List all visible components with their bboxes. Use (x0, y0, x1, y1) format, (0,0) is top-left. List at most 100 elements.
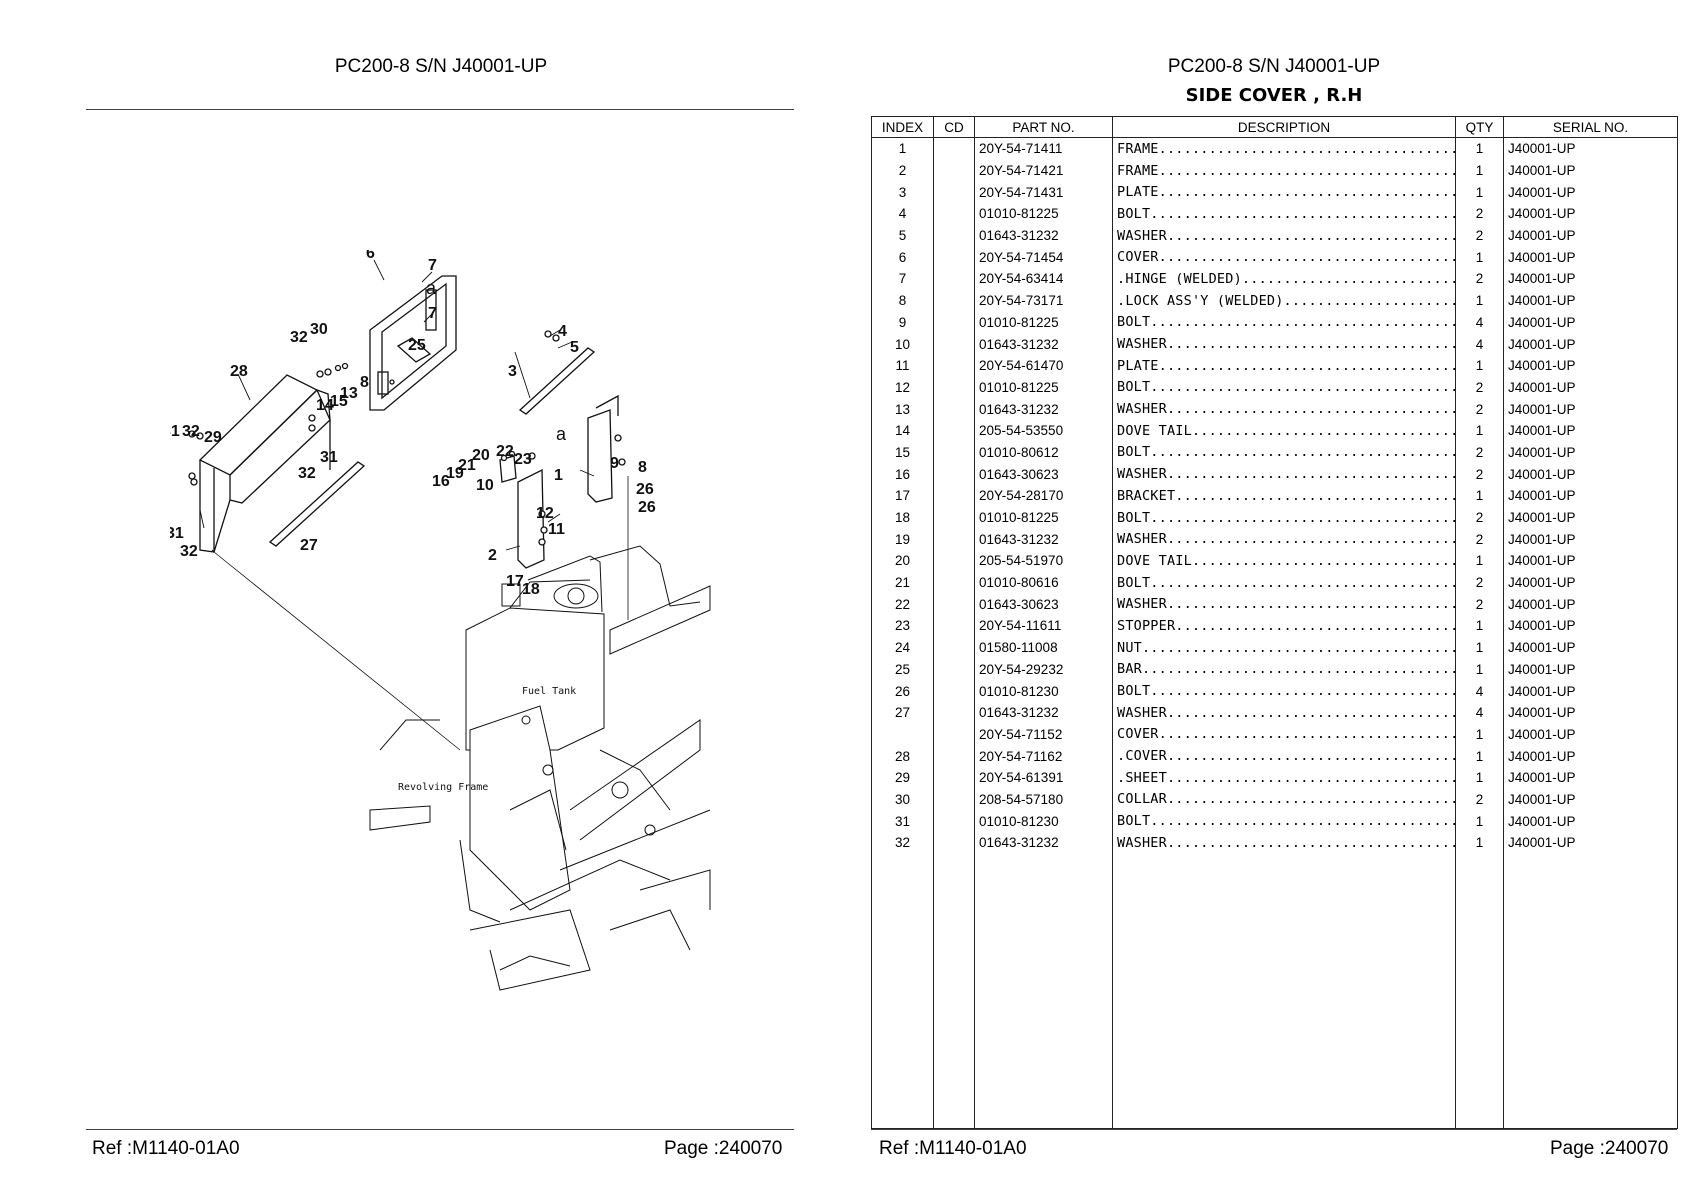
cell-qty: 4 (1455, 680, 1504, 702)
cell-part: 01643-31232 (974, 701, 1113, 724)
cell-part: 205-54-51970 (974, 550, 1113, 572)
col-part-no: PART NO. (974, 116, 1113, 138)
cell-desc: FRAME...................................… (1112, 159, 1456, 182)
callout-26: 26 (636, 481, 654, 498)
cell-serial: J40001-UP (1503, 701, 1678, 724)
cell-cd (933, 311, 975, 334)
machine-frame (369, 545, 711, 991)
callout-4: 4 (558, 323, 567, 340)
cell-desc: COLLAR..................................… (1112, 788, 1456, 811)
cell-cd (933, 354, 975, 377)
filler-cell (1455, 853, 1504, 1129)
cell-index: 5 (871, 224, 934, 247)
cell-qty: 1 (1455, 159, 1504, 182)
cell-qty: 1 (1455, 766, 1504, 789)
filler-cell (1112, 853, 1456, 1129)
cell-qty: 2 (1455, 203, 1504, 225)
cell-cd (933, 224, 975, 247)
cell-cd (933, 506, 975, 529)
cell-part: 01010-81225 (974, 506, 1113, 529)
cell-desc: PLATE...................................… (1112, 354, 1456, 377)
cell-part: 01643-30623 (974, 593, 1113, 616)
cell-part: 01010-81230 (974, 680, 1113, 702)
cell-serial: J40001-UP (1503, 224, 1678, 247)
cell-desc: BOLT....................................… (1112, 441, 1456, 464)
callout-6: 6 (366, 250, 375, 262)
callout-31-bottom: 31 (170, 525, 184, 542)
cell-index: 25 (871, 658, 934, 681)
callout-8: 8 (360, 374, 369, 391)
cell-desc: COVER...................................… (1112, 723, 1456, 746)
callout-9: 8 (638, 459, 647, 476)
cell-desc: BRACKET.................................… (1112, 485, 1456, 507)
cell-cd (933, 268, 975, 290)
divider-bottom-left (86, 1129, 794, 1130)
cell-cd (933, 832, 975, 854)
cell-serial: J40001-UP (1503, 203, 1678, 225)
cell-part: 20Y-54-71162 (974, 745, 1113, 767)
cell-cd (933, 810, 975, 832)
cell-desc: NUT.....................................… (1112, 636, 1456, 659)
callout-a-left: a (426, 278, 437, 298)
cell-qty: 1 (1455, 723, 1504, 746)
page-title-right: PC200-8 S/N J40001-UP (1167, 56, 1381, 77)
callout-21: 20 (472, 447, 490, 464)
cell-cd (933, 571, 975, 594)
callout-18: 18 (522, 581, 540, 598)
cell-qty: 2 (1455, 224, 1504, 247)
callout-27: 26 (638, 499, 656, 516)
filler-cell (1503, 853, 1678, 1129)
cell-part: 205-54-53550 (974, 419, 1113, 442)
table-header-row: INDEX CD PART NO. DESCRIPTION QTY SERIAL… (871, 116, 1678, 138)
cell-cd (933, 289, 975, 312)
cell-index: 6 (871, 246, 934, 269)
page-title-left: PC200-8 S/N J40001-UP (334, 56, 548, 77)
cell-qty: 1 (1455, 137, 1504, 160)
frame-part-1 (587, 409, 613, 503)
cell-part: 20Y-54-71454 (974, 246, 1113, 269)
cell-serial: J40001-UP (1503, 333, 1678, 355)
cell-index: 32 (871, 832, 934, 854)
cell-part: 01643-30623 (974, 463, 1113, 485)
cell-index: 22 (871, 593, 934, 616)
cell-part: 01010-81225 (974, 203, 1113, 225)
cell-part: 20Y-54-71431 (974, 181, 1113, 204)
cell-qty: 4 (1455, 701, 1504, 724)
cell-serial: J40001-UP (1503, 137, 1678, 160)
cell-index: 29 (871, 766, 934, 789)
footer-ref-right: Ref :M1140-01A0 (879, 1138, 1027, 1159)
label-fuel-tank: Fuel Tank (522, 686, 576, 697)
callout-24: 23 (514, 451, 532, 468)
cell-qty: 2 (1455, 398, 1504, 420)
cell-index: 10 (871, 333, 934, 355)
cell-cd (933, 246, 975, 269)
cell-part: 01010-81225 (974, 376, 1113, 399)
col-description: DESCRIPTION (1112, 116, 1456, 138)
cell-serial: J40001-UP (1503, 485, 1678, 507)
cell-part: 01580-11008 (974, 636, 1113, 659)
cell-desc: WASHER..................................… (1112, 593, 1456, 616)
cell-index: 21 (871, 571, 934, 594)
cell-part: 20Y-54-11611 (974, 615, 1113, 637)
cell-serial: J40001-UP (1503, 181, 1678, 204)
cell-index (871, 723, 934, 746)
cell-qty: 2 (1455, 441, 1504, 464)
cell-index: 18 (871, 506, 934, 529)
callout-22: 21 (458, 457, 476, 474)
cell-part: 208-54-57180 (974, 788, 1113, 811)
cell-serial: J40001-UP (1503, 419, 1678, 442)
cell-index: 11 (871, 354, 934, 377)
divider-bottom-right (871, 1129, 1677, 1130)
cell-desc: BOLT....................................… (1112, 203, 1456, 225)
cell-desc: FRAME...................................… (1112, 137, 1456, 160)
callout-10: 9 (610, 455, 619, 472)
callout-12: 11 (548, 521, 565, 538)
